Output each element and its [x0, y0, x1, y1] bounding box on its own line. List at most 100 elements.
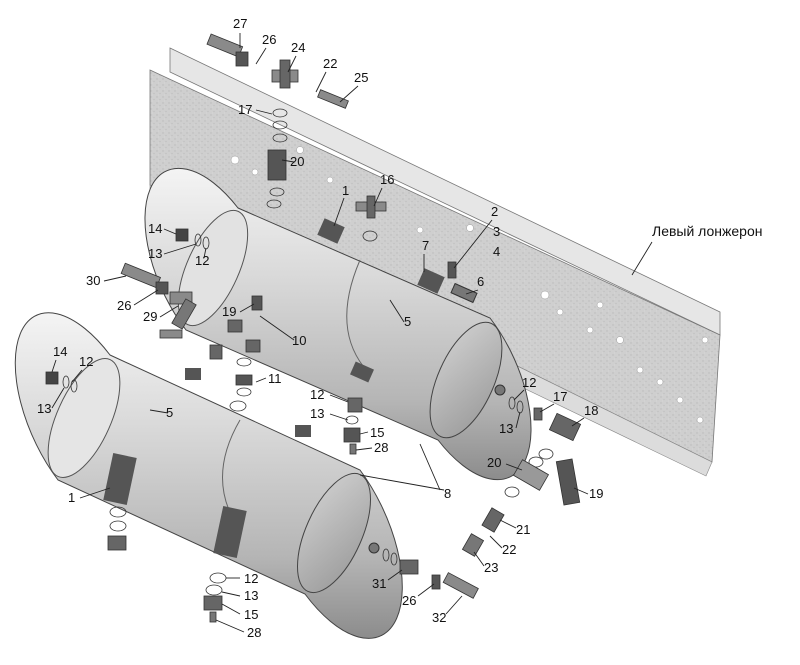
callout-7: 7 — [422, 238, 429, 253]
callout-18: 18 — [584, 403, 598, 418]
leader-line — [255, 109, 273, 115]
leader-line — [417, 583, 435, 597]
callout-2: 2 — [491, 204, 498, 219]
leader-line — [499, 519, 517, 529]
callout-17: 17 — [553, 389, 567, 404]
leader-line — [239, 303, 255, 313]
leader-line — [473, 551, 485, 567]
callout-14: 14 — [53, 344, 67, 359]
callout-19: 19 — [589, 486, 603, 501]
leader-line — [79, 487, 111, 499]
leader-line — [339, 85, 359, 103]
callout-22: 22 — [502, 542, 516, 557]
leader-line — [255, 377, 267, 383]
leader-line — [333, 197, 345, 227]
callout-29: 29 — [143, 309, 157, 324]
leader-line — [215, 619, 245, 633]
upper-air-tank — [144, 167, 532, 481]
leader-line — [203, 247, 207, 259]
callout-12: 12 — [310, 387, 324, 402]
callout-17: 17 — [238, 102, 252, 117]
callout-14: 14 — [148, 221, 162, 236]
callout-26: 26 — [262, 32, 276, 47]
leader-line — [355, 447, 373, 451]
callout-4: 4 — [493, 244, 500, 259]
leader-line — [465, 289, 479, 295]
callout-25: 25 — [354, 70, 368, 85]
callout-28: 28 — [374, 440, 388, 455]
callout-30: 30 — [86, 273, 100, 288]
callout-10: 10 — [292, 333, 306, 348]
callout-15: 15 — [244, 607, 258, 622]
callout-13: 13 — [244, 588, 258, 603]
callout-6: 6 — [477, 274, 484, 289]
callout-20: 20 — [290, 154, 304, 169]
leader-line — [359, 474, 445, 491]
leader-line — [103, 275, 127, 282]
callout-22: 22 — [323, 56, 337, 71]
leader-line — [513, 389, 525, 401]
leader-line — [255, 47, 267, 65]
callout-5: 5 — [166, 405, 173, 420]
leader-line — [445, 595, 463, 615]
leader-line — [515, 411, 521, 429]
leader-line — [329, 394, 349, 403]
leader-line — [419, 443, 441, 491]
callout-28: 28 — [247, 625, 261, 640]
leader-line — [281, 159, 295, 163]
leader-lines — [51, 33, 653, 633]
leader-line — [163, 243, 197, 255]
callout-13: 13 — [499, 421, 513, 436]
leader-line — [389, 299, 405, 323]
leader-line — [133, 289, 159, 306]
callout-31: 31 — [372, 576, 386, 591]
callout-1: 1 — [342, 183, 349, 198]
callout-12: 12 — [79, 354, 93, 369]
leader-line — [259, 315, 295, 341]
leader-line — [159, 305, 179, 318]
callout-24: 24 — [291, 40, 305, 55]
callout-13: 13 — [310, 406, 324, 421]
leader-line — [163, 228, 177, 235]
leader-line — [387, 569, 403, 581]
leader-line — [51, 359, 57, 373]
callout-23: 23 — [484, 560, 498, 575]
callout-26: 26 — [402, 593, 416, 608]
leader-line — [571, 417, 585, 427]
callout-12: 12 — [522, 375, 536, 390]
callout-5: 5 — [404, 314, 411, 329]
callout-8: 8 — [444, 486, 451, 501]
leader-line — [489, 535, 503, 549]
leader-line — [149, 409, 169, 414]
callout-12: 12 — [195, 253, 209, 268]
leader-line — [539, 403, 555, 413]
fittings-and-hardware — [45, 33, 582, 623]
leader-line — [221, 591, 241, 597]
leader-line — [505, 463, 523, 471]
callout-21: 21 — [516, 522, 530, 537]
leader-line — [631, 241, 653, 276]
leader-line — [373, 187, 383, 207]
leader-line — [329, 413, 349, 421]
callout-27: 27 — [233, 16, 247, 31]
callout-32: 32 — [432, 610, 446, 625]
leader-line — [573, 487, 589, 495]
callout-13: 13 — [37, 401, 51, 416]
callout-15: 15 — [370, 425, 384, 440]
callout-20: 20 — [487, 455, 501, 470]
leader-line — [221, 603, 241, 615]
callout-3: 3 — [493, 224, 500, 239]
callout-12: 12 — [244, 571, 258, 586]
side-member-label: Левый лонжерон — [652, 223, 762, 239]
callout-16: 16 — [380, 172, 394, 187]
leader-line — [71, 369, 83, 383]
leader-line — [315, 71, 327, 93]
leader-line — [287, 55, 297, 73]
callout-19: 19 — [222, 304, 236, 319]
leader-line — [51, 387, 65, 409]
callout-26: 26 — [117, 298, 131, 313]
callout-13: 13 — [148, 246, 162, 261]
